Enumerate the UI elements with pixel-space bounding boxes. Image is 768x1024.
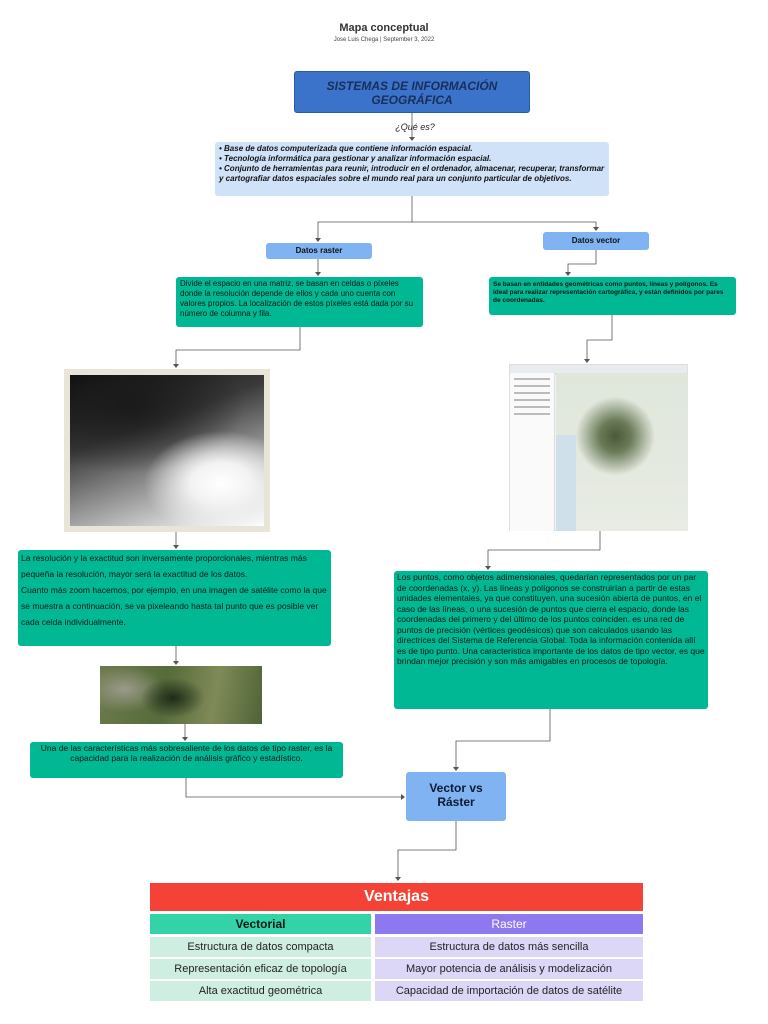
definition-item: • Base de datos computerizada que contie… <box>219 144 605 154</box>
definition-item: • Tecnología informática para gestionar … <box>219 154 605 164</box>
vectorial-advantage-cell: Estructura de datos compacta <box>150 937 371 957</box>
root-node-line1: SISTEMAS DE INFORMACIÓN <box>295 79 529 93</box>
vector-description-node[interactable]: Los puntos, como objetos adimensionales,… <box>394 571 708 709</box>
definition-box[interactable]: • Base de datos computerizada que contie… <box>215 142 609 196</box>
page-subtitle: Jose Luis Chega | September 3, 2022 <box>0 37 768 43</box>
vs-line2: Ráster <box>406 795 506 809</box>
raster-resolution-paragraph: Cuanto más zoom hacemos, por ejemplo, en… <box>21 582 328 630</box>
vector-vs-raster-node[interactable]: Vector vs Ráster <box>406 772 506 821</box>
raster-analysis-node[interactable]: Una de las características más sobresali… <box>30 742 343 778</box>
raster-definition-node[interactable]: Divide el espacio en una matriz, se basa… <box>176 277 423 327</box>
raster-dem-image <box>64 369 270 532</box>
raster-column-header: Raster <box>375 914 643 934</box>
raster-resolution-node[interactable]: La resolución y la exactitud son inversa… <box>18 550 331 646</box>
vs-line1: Vector vs <box>406 781 506 795</box>
satellite-image <box>100 666 262 724</box>
page-title: Mapa conceptual <box>0 22 768 34</box>
vector-map-screenshot <box>509 364 688 531</box>
advantages-title: Ventajas <box>150 883 643 911</box>
raster-advantage-cell: Estructura de datos más sencilla <box>375 937 643 957</box>
definition-item: • Conjunto de herramientas para reunir, … <box>219 164 605 184</box>
raster-advantage-cell: Mayor potencia de análisis y modelizació… <box>375 959 643 979</box>
raster-resolution-paragraph: La resolución y la exactitud son inversa… <box>21 550 328 582</box>
vectorial-advantage-cell: Representación eficaz de topología <box>150 959 371 979</box>
vector-definition-node[interactable]: Se basan en entidades geométricas como p… <box>489 277 736 315</box>
vectorial-advantage-cell: Alta exactitud geométrica <box>150 981 371 1001</box>
vectorial-column-header: Vectorial <box>150 914 371 934</box>
raster-advantage-cell: Capacidad de importación de datos de sat… <box>375 981 643 1001</box>
raster-label-node[interactable]: Datos raster <box>266 243 372 259</box>
question-label: ¿Qué es? <box>380 122 450 132</box>
vector-label-node[interactable]: Datos vector <box>543 232 649 250</box>
root-node-sig[interactable]: SISTEMAS DE INFORMACIÓN GEOGRÁFICA <box>294 71 530 113</box>
root-node-line2: GEOGRÁFICA <box>295 93 529 107</box>
